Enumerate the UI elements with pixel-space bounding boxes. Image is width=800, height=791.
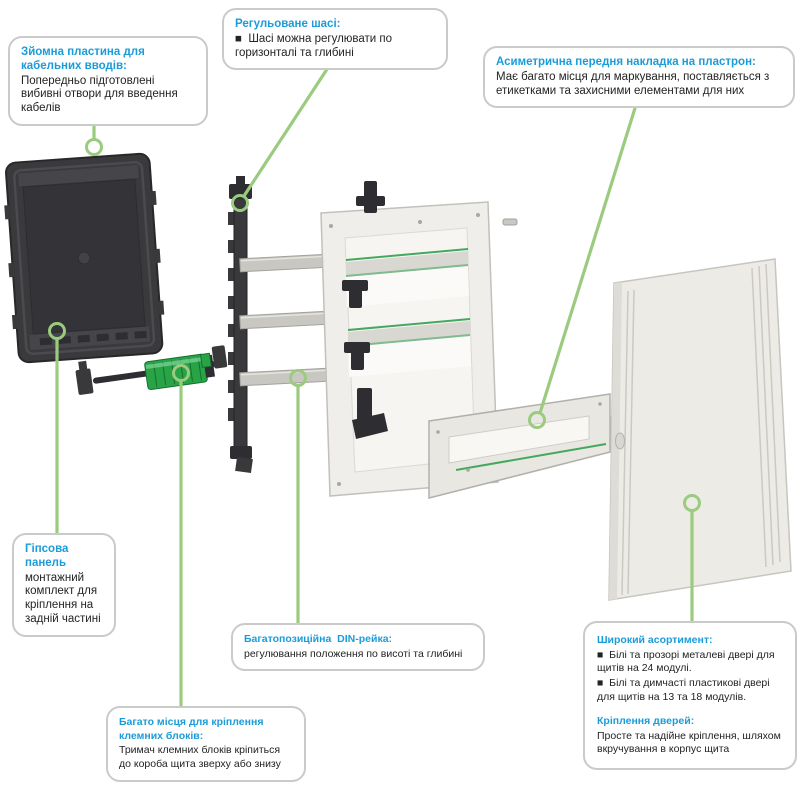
- callout-cable-plate: Зйомна пластина для кабельних вводів: По…: [8, 36, 208, 126]
- callout-front-cover-title: Асиметрична передня накладка на пластрон…: [496, 56, 756, 68]
- callout-terminal-blocks-title: Багато місця для кріплення клемних блокі…: [119, 716, 264, 742]
- callout-chassis: Регульоване шасі: ■ Шасі можна регулюват…: [222, 8, 448, 71]
- callout-door-fixing-title: Кріплення дверей:: [597, 715, 695, 728]
- plastron: [428, 393, 613, 499]
- callout-terminal-blocks-body: Тримач клемних блоків кріпиться до короб…: [119, 744, 281, 770]
- callout-din-rail-title: Багатопозиційна DIN-рейка:: [244, 633, 393, 645]
- callout-door-fixing-body: Просте та надійне кріплення, шляхом вкру…: [597, 729, 781, 756]
- callout-front-cover: Асиметрична передня накладка на пластрон…: [483, 46, 795, 109]
- callout-plaster-panel: Гіпсова панель монтажний комплект для кр…: [12, 533, 116, 637]
- leader-marker-assortment: [683, 494, 701, 512]
- chassis-clamps: [342, 181, 388, 439]
- door: [608, 258, 792, 601]
- leader-marker-terminal-blocks: [172, 364, 190, 382]
- spacer: [597, 704, 783, 715]
- callout-chassis-body: ■ Шасі можна регулювати по горизонталі т…: [235, 32, 393, 59]
- leader-lines: [48, 58, 701, 714]
- callout-cable-plate-title: Зйомна пластина для кабельних вводів:: [21, 46, 145, 72]
- leader-marker-din-rail: [289, 369, 307, 387]
- callout-cable-plate-body: Попередньо підготовлені вибивні отвори д…: [21, 74, 178, 115]
- callout-plaster-panel-title: Гіпсова панель: [25, 543, 69, 569]
- leader-marker-plaster-panel: [48, 322, 66, 340]
- small-clip: [199, 345, 228, 369]
- leader-chassis: [242, 58, 335, 198]
- back-box: [4, 152, 165, 364]
- callout-plaster-panel-body: монтажний комплект для кріплення на задн…: [25, 571, 101, 625]
- callout-assortment-item: ■ Білі та прозорі металеві двері для щит…: [597, 648, 775, 675]
- callout-din-rail-body: регулювання положення по висоті та глиби…: [244, 647, 463, 660]
- callout-front-cover-body: Має багато місця для маркування, поставл…: [496, 70, 770, 97]
- leader-marker-chassis: [231, 194, 249, 212]
- callout-din-rail: Багатопозиційна DIN-рейка: регулювання п…: [231, 623, 485, 672]
- callout-chassis-title: Регульоване шасі:: [235, 18, 341, 30]
- callout-assortment: Широкий асортимент: ■ Білі та прозорі ме…: [583, 621, 797, 771]
- leader-marker-cable-plate: [85, 138, 103, 156]
- door-handle: [615, 432, 625, 450]
- leader-marker-front-cover: [528, 411, 546, 429]
- callout-assortment-title: Широкий асортимент:: [597, 634, 713, 646]
- callout-terminal-blocks: Багато місця для кріплення клемних блокі…: [106, 706, 306, 782]
- leader-front-cover: [538, 103, 638, 415]
- callout-assortment-item: ■ Білі та димчасті пластикові двері для …: [597, 676, 770, 703]
